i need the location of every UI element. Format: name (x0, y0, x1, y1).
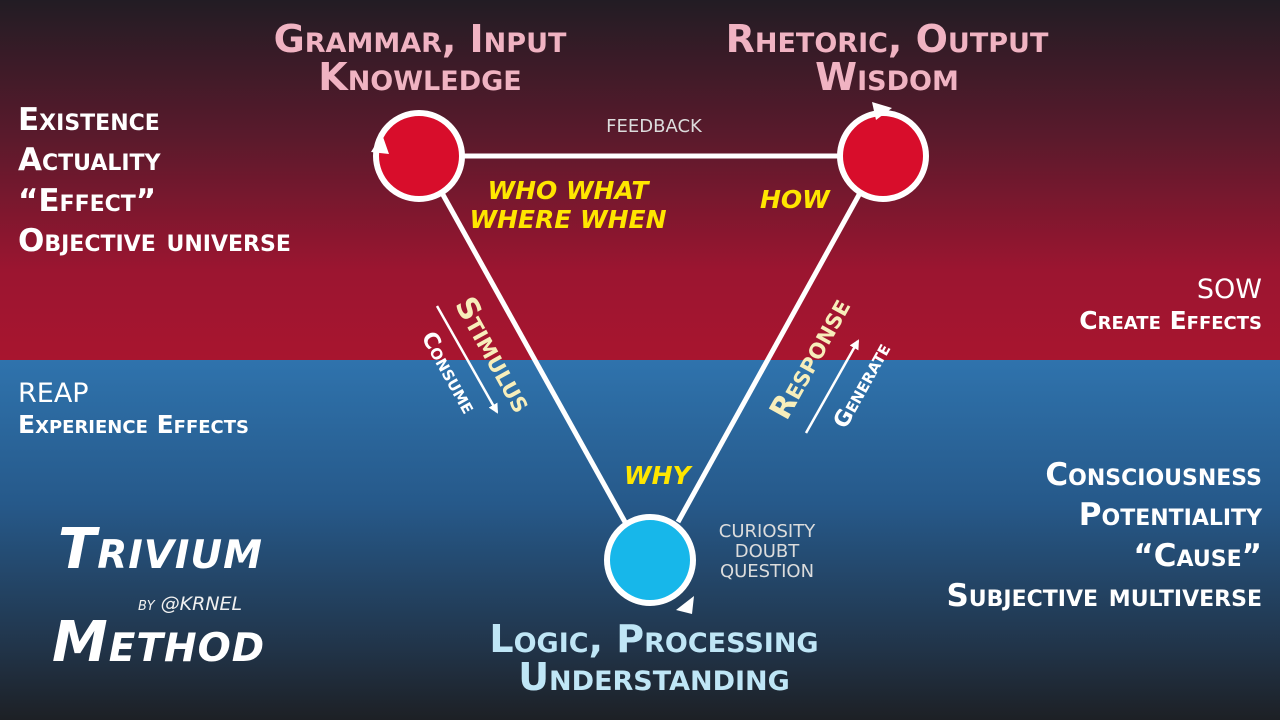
who-what-where-when-label: WHO WHAT WHERE WHEN (469, 176, 667, 234)
consume-arrow (435, 305, 499, 414)
generate-arrow (804, 339, 860, 434)
logic-cycle-arrow-icon (676, 596, 694, 614)
logic-node (604, 514, 696, 606)
rhetoric-cycle-arrow-icon (872, 102, 892, 120)
response-edge (675, 191, 863, 524)
brand-trivium: Trivium (58, 517, 263, 582)
sow-block: SOW Create Effects (1079, 274, 1262, 335)
consciousness-list: Consciousness Potentiality “Cause” Subje… (946, 457, 1262, 614)
grammar-title: Grammar, Input Knowledge (273, 17, 567, 99)
grammar-cycle-arrow-icon (371, 134, 389, 154)
rhetoric-title: Rhetoric, Output Wisdom (725, 17, 1049, 99)
brand-method: Method (52, 610, 266, 675)
logic-title: Logic, Processing Understanding (489, 617, 819, 699)
reap-title: REAP (18, 378, 89, 409)
existence-list: Existence Actuality “Effect” Objective u… (18, 102, 291, 259)
feedback-label: FEEDBACK (606, 116, 702, 137)
sow-title: SOW (1196, 274, 1262, 305)
reap-block: REAP Experience Effects (18, 378, 249, 439)
how-label: HOW (760, 185, 830, 214)
stimulus-edge (439, 191, 628, 524)
brand-byline: by @KRNEL (138, 593, 243, 615)
background-top-red (0, 0, 1280, 360)
reap-subtitle: Experience Effects (18, 409, 249, 439)
sow-subtitle: Create Effects (1079, 305, 1262, 335)
rhetoric-node (837, 110, 929, 202)
curiosity-list: CURIOSITY DOUBT QUESTION (718, 521, 816, 583)
grammar-node (373, 110, 465, 202)
why-label: WHY (624, 461, 691, 490)
